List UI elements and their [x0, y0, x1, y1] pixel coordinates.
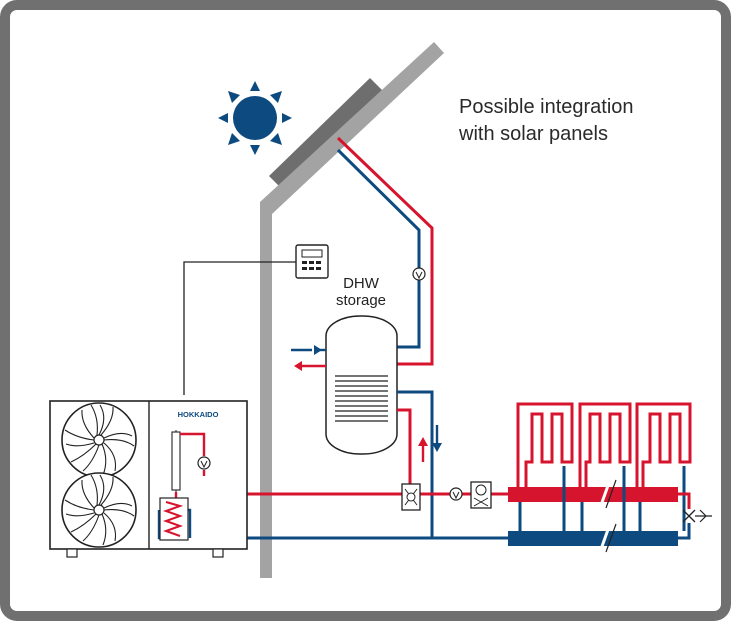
- bypass-valve-icon: [682, 509, 712, 523]
- house-wall: [260, 42, 444, 578]
- mixing-valve-icon: [470, 481, 492, 509]
- three-way-valve-icon: [401, 483, 421, 511]
- circuit-pump-icon: [449, 487, 463, 501]
- sun-icon: [218, 81, 292, 155]
- solar-loop-pipes: [336, 136, 434, 366]
- plate-heat-exchanger-icon: [159, 497, 189, 541]
- storage-label-line1: DHW: [343, 275, 380, 292]
- solar-pump-icon: [412, 267, 426, 281]
- storage-coil-pipes: [397, 390, 434, 538]
- fan-icon: [61, 402, 137, 478]
- dhw-storage-tank: [325, 315, 398, 455]
- flow-direction-arrows: [418, 425, 442, 462]
- supply-manifold: [508, 479, 678, 509]
- dhw-connection-arrows: [291, 345, 326, 371]
- fan-icon-lower: [61, 472, 137, 548]
- solar-integration-caption: Possible integration with solar panels: [459, 96, 634, 145]
- bypass-pipe: [678, 492, 691, 540]
- brand-logo: HOKKAIDO: [178, 410, 219, 419]
- controller-cable: [183, 261, 296, 395]
- controller-icon: [295, 244, 329, 279]
- storage-label-line2: storage: [336, 292, 386, 309]
- brand-logo-text: HOKKAIDO: [178, 410, 219, 419]
- unit-pump-icon: [197, 456, 211, 470]
- solar-panel: [269, 78, 382, 188]
- return-manifold: [508, 523, 678, 553]
